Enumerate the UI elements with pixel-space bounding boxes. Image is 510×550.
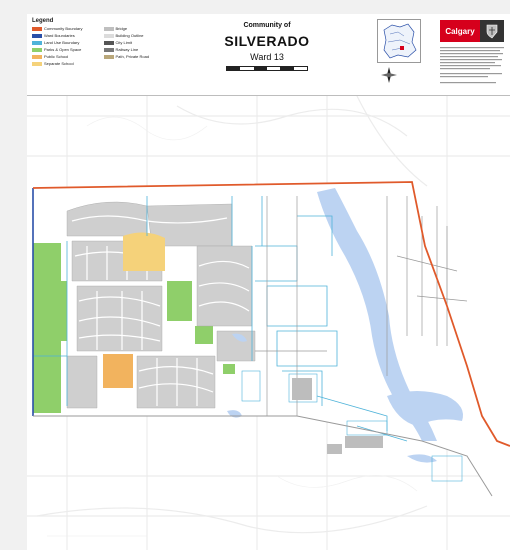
- legend-item: City Limit: [103, 40, 173, 45]
- legend-item: Public School: [32, 54, 101, 59]
- legend-item: Separate School: [32, 61, 101, 66]
- legend-item: Bridge: [103, 26, 173, 31]
- separate-school: [123, 232, 165, 271]
- legend-item: Path, Private Road: [103, 54, 173, 59]
- legend-item: Building Outline: [103, 33, 173, 38]
- legend-label: Building Outline: [115, 33, 144, 38]
- legend-label: Railway Line: [115, 47, 139, 52]
- community-map: [27, 95, 510, 550]
- legend-item: Community Boundary: [32, 26, 101, 31]
- legend-label: Land Use Boundary: [44, 40, 80, 45]
- city-outline-icon: [383, 23, 417, 59]
- legend-label: Bridge: [115, 26, 128, 31]
- legend-label: Separate School: [44, 61, 74, 66]
- legend-swatch: [103, 47, 114, 52]
- legend-label: City Limit: [115, 40, 132, 45]
- crest-icon: [480, 20, 504, 42]
- legend-title: Legend: [32, 18, 54, 24]
- community-boundary-line: [32, 181, 510, 447]
- legend-swatch: [32, 61, 42, 66]
- legend-label: Public School: [44, 54, 69, 59]
- legend-swatch: [103, 40, 114, 45]
- legend-label: Path, Private Road: [115, 54, 150, 59]
- legend-swatch: [32, 54, 42, 59]
- residential-blocks: [66, 201, 256, 409]
- title-block: Community of SILVERADO Ward 13: [217, 22, 317, 71]
- legend-swatch: [32, 26, 42, 31]
- legend-item: Ward Boundaries: [32, 33, 101, 38]
- ward-label: Ward 13: [250, 52, 284, 62]
- legend-item: Railway Line: [103, 47, 173, 52]
- public-school: [103, 354, 133, 388]
- ward-locator-inset: [377, 19, 421, 63]
- legend-label: Ward Boundaries: [44, 33, 75, 38]
- legend-swatch: [103, 54, 114, 59]
- legend-label: Community Boundary: [44, 26, 83, 31]
- community-of-label: Community of: [243, 22, 291, 29]
- legend-label: Parks & Open Space: [44, 47, 82, 52]
- north-arrow-icon: [381, 67, 397, 83]
- water-bodies: [227, 188, 463, 463]
- calgary-wordmark: Calgary: [440, 20, 480, 42]
- legend-swatch: [103, 33, 114, 38]
- legend-swatch: [32, 33, 42, 38]
- scale-bar: [226, 66, 308, 71]
- legend-swatch: [103, 26, 114, 31]
- disclaimer-text: [440, 46, 506, 91]
- community-name: SILVERADO: [224, 33, 310, 49]
- legend-item: Parks & Open Space: [32, 47, 101, 52]
- map-canvas[interactable]: [27, 95, 510, 550]
- legend-item: Land Use Boundary: [32, 40, 101, 45]
- legend-swatch: [32, 47, 42, 52]
- legend-swatch: [32, 40, 42, 45]
- calgary-logo: Calgary: [440, 20, 504, 42]
